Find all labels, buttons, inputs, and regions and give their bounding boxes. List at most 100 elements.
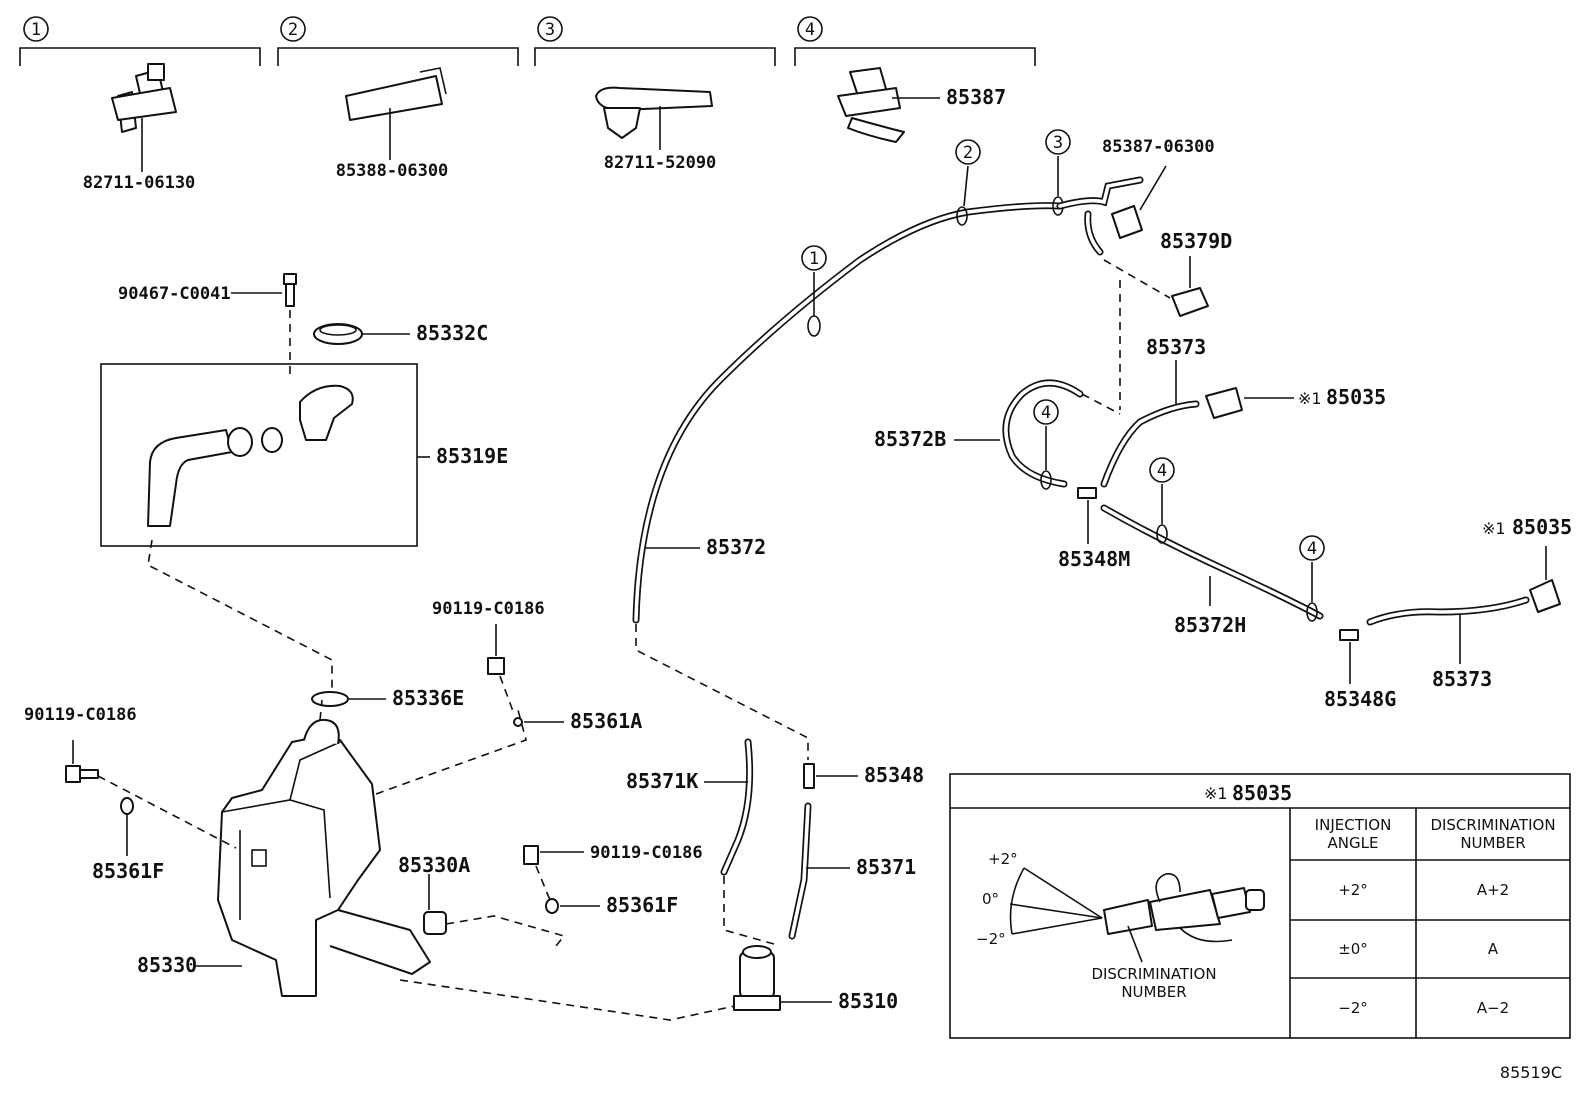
seal-85336e: 85336E — [311, 686, 464, 710]
clip-group-2: 2 85388-06300 — [277, 16, 519, 181]
connector-85348m: 85348M — [1058, 487, 1130, 571]
inset-title-part: 85035 — [1232, 781, 1292, 805]
part-85373-upper-label: 85373 — [1146, 335, 1206, 359]
part-85035-right-label: 85035 — [1512, 515, 1572, 539]
column-injection-angle-line2: ANGLE — [1328, 834, 1379, 852]
hose-85372: 85372 — [632, 202, 1064, 624]
hose-85372h: 85372H — [1100, 504, 1324, 637]
svg-text:3: 3 — [1053, 133, 1063, 153]
part-85336e-label: 85336E — [392, 686, 464, 710]
hose-clip-callout-2: 2 — [955, 139, 981, 226]
part-85372h-label: 85372H — [1174, 613, 1246, 637]
hose-clip-callout-4a: 4 — [1033, 399, 1059, 490]
part-85332c-label: 85332C — [416, 321, 488, 345]
part-85372b-label: 85372B — [874, 427, 946, 451]
clip-85387-icon — [837, 67, 940, 143]
part-85387-label: 85387 — [946, 85, 1006, 109]
column-injection-angle-line1: INJECTION — [1315, 816, 1392, 834]
nozzle-detail-inset: ※1 85035 INJECTION ANGLE DISCRIMINATION … — [949, 773, 1571, 1039]
part-85371-label: 85371 — [856, 855, 916, 879]
clip-group-4: 4 85387 — [794, 16, 1036, 143]
clip-85388-06300-icon — [345, 67, 447, 160]
note-mark-upper: ※1 — [1298, 389, 1322, 408]
row-3-number: A−2 — [1477, 999, 1509, 1017]
figure-caption-line1: DISCRIMINATION — [1091, 965, 1216, 983]
part-90467-c0041-label: 90467-C0041 — [118, 284, 231, 304]
clip-group-4-index: 4 — [805, 20, 815, 40]
clip-group-1-index: 1 — [31, 20, 41, 40]
hose-clip-callout-1: 1 — [801, 245, 827, 337]
part-90119-c0186-left-label: 90119-C0186 — [24, 705, 137, 725]
angle-label-plus2: +2° — [988, 850, 1018, 868]
part-85035-upper-label: 85035 — [1326, 385, 1386, 409]
svg-text:2: 2 — [963, 143, 973, 163]
part-85319e-label: 85319E — [436, 444, 508, 468]
connector-85348g: 85348G — [1324, 629, 1396, 711]
angle-label-zero: 0° — [982, 890, 999, 908]
part-85371k-label: 85371K — [626, 769, 698, 793]
part-85361a-label: 85361A — [570, 709, 642, 733]
part-85379d-label: 85379D — [1160, 229, 1232, 253]
cap-85332c: 85332C — [313, 321, 488, 345]
row-1-angle: +2° — [1338, 881, 1368, 899]
hose-85371k: 85371K — [626, 738, 775, 945]
seal-85361f-left: 85361F — [92, 797, 164, 883]
row-3-angle: −2° — [1338, 999, 1368, 1017]
nozzle-85035-upper-icon: ※1 85035 — [1205, 385, 1386, 419]
bolt-90467-c0041: 90467-C0041 — [118, 273, 297, 380]
part-85348g-label: 85348G — [1324, 687, 1396, 711]
part-85388-06300-label: 85388-06300 — [336, 161, 449, 181]
clip-82711-06130-icon — [111, 63, 177, 172]
grommet-85330a: 85330A — [398, 853, 470, 935]
hose-85371: 85371 — [788, 802, 916, 940]
inset-title-mark: ※1 — [1204, 784, 1228, 803]
figure-caption-line2: NUMBER — [1121, 983, 1186, 1001]
hose-85373-upper: 85373 — [1100, 335, 1206, 488]
part-85361f-left-label: 85361F — [92, 859, 164, 883]
pump-85310: 85310 — [733, 945, 898, 1013]
part-90119-c0186-top-label: 90119-C0186 — [432, 599, 545, 619]
nozzle-85035-right-icon: ※1 85035 — [1482, 515, 1572, 613]
part-85387-06300-label: 85387-06300 — [1102, 137, 1215, 157]
part-85310-label: 85310 — [838, 989, 898, 1013]
svg-text:4: 4 — [1041, 403, 1051, 423]
clip-82711-52090-icon — [595, 86, 713, 150]
part-85373-lower-label: 85373 — [1432, 667, 1492, 691]
clip-group-3: 3 82711-52090 — [534, 16, 776, 173]
note-mark-right: ※1 — [1482, 519, 1506, 538]
part-82711-52090-label: 82711-52090 — [604, 153, 717, 173]
bolt-90119-c0186-left: 90119-C0186 — [24, 705, 237, 849]
part-85330-label: 85330 — [137, 953, 197, 977]
row-2-angle: ±0° — [1338, 940, 1368, 958]
svg-text:4: 4 — [1307, 539, 1317, 559]
seal-85361a: 85361A — [513, 709, 642, 733]
svg-text:4: 4 — [1157, 461, 1167, 481]
clip-group-3-index: 3 — [545, 20, 555, 40]
column-discrimination-number-line2: NUMBER — [1460, 834, 1525, 852]
hose-85373-lower: 85373 — [1366, 596, 1530, 691]
angle-label-minus2: −2° — [976, 930, 1006, 948]
column-discrimination-number-line1: DISCRIMINATION — [1430, 816, 1555, 834]
clip-group-2-index: 2 — [288, 20, 298, 40]
part-82711-06130-label: 82711-06130 — [83, 173, 196, 193]
part-85330a-label: 85330A — [398, 853, 470, 877]
clip-group-1: 1 82711-06130 — [19, 16, 261, 193]
hose-clip-callout-4c: 4 — [1299, 535, 1325, 622]
part-85348-label: 85348 — [864, 763, 924, 787]
bolt-90119-c0186-top: 90119-C0186 — [432, 599, 545, 715]
reference-code: 85519C — [1500, 1063, 1562, 1082]
filler-assembly-85319e: 85319E — [100, 363, 508, 547]
hose-clip-callout-4b: 4 — [1149, 457, 1175, 544]
row-1-number: A+2 — [1477, 881, 1509, 899]
seal-85361f-right: 85361F — [545, 893, 678, 917]
svg-text:1: 1 — [809, 249, 819, 269]
bolt-90119-c0186-mid: 90119-C0186 — [523, 843, 703, 901]
part-85372-label: 85372 — [706, 535, 766, 559]
row-2-number: A — [1488, 940, 1499, 958]
spray-angle-figure: +2° 0° −2° DISCRIMINATION NUMBER — [976, 850, 1265, 1001]
hose-85372b: 85372B — [874, 379, 1121, 488]
nozzle-upper-assembly: 85387-06300 85379D — [1056, 137, 1232, 410]
connector-85348: 85348 — [803, 763, 924, 789]
part-85348m-label: 85348M — [1058, 547, 1130, 571]
